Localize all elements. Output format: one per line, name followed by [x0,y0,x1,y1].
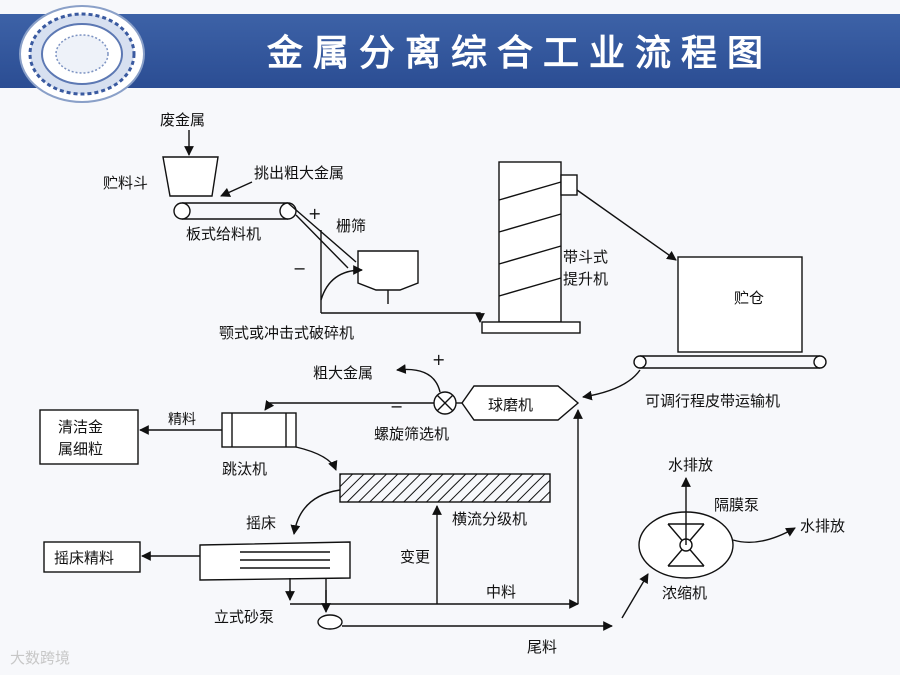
classifier-to-table-arrow [290,489,341,535]
crusher-label: 颚式或冲击式破碎机 [219,324,354,342]
plus-sign-1: + [308,204,321,223]
silo-box [677,256,803,353]
ball-mill-label: 球磨机 [488,396,533,414]
feeder-roller-right [279,202,297,220]
minus-sign-2: − [390,397,403,416]
classifier-label: 横流分级机 [452,510,527,528]
tailings-to-thickener-arrow [621,573,649,619]
middlings-label: 中料 [486,583,516,601]
spiral-screen-label: 螺旋筛选机 [374,425,449,443]
plate-feeder-label: 板式给料机 [186,225,261,243]
conveyor-to-mill-arrow [582,369,641,401]
elevator-base [481,321,581,334]
crusher-return-path [320,265,363,301]
title-banner [0,14,900,88]
elevator-buckets [498,181,562,297]
tailings-label: 尾料 [527,638,557,656]
silo-label: 贮仓 [734,289,764,307]
conveyor-roller-left [633,355,647,369]
scrap-metal-label: 废金属 [160,111,205,129]
hopper-label: 贮料斗 [103,174,148,192]
plate-feeder-belt [182,202,288,220]
elevator-label-line1: 带斗式 [563,248,608,266]
elevator-label-line2: 提升机 [563,270,608,288]
porcelain-plate-logo [19,5,145,103]
shaking-table-shape [199,541,351,581]
clean-metal-label-line2: 属细粒 [58,440,103,458]
grate-screen-label: 栅筛 [336,217,366,235]
thickener-overflow-arrow [732,527,796,543]
concentrate-label: 精料 [168,412,196,428]
plus-sign-2: + [432,350,445,369]
crushed-to-elevator [321,312,485,323]
jig-label: 跳汰机 [222,460,267,478]
conveyor-roller-right [813,355,827,369]
jig-inner-lines [231,413,287,447]
elevator-head [560,174,578,196]
diaphragm-pump-label: 隔膜泵 [714,496,759,514]
change-label: 变更 [400,548,430,566]
shaking-table-riffles [240,551,330,569]
silo-conveyor-belt [640,355,820,369]
page-title: 金属分离综合工业流程图 [266,32,773,74]
vertical-pump-shape [317,614,343,630]
hopper-shape [162,156,219,197]
inclined-chute [287,202,357,269]
pick-large-arrow [220,181,253,197]
watermark-text: 大数跨境 [10,649,71,667]
bucket-elevator-body [498,161,562,323]
crusher-body [357,250,419,291]
coarse-metal-label: 粗大金属 [313,364,373,382]
water-discharge-right-label: 水排放 [800,517,845,535]
classifier-box [339,473,551,503]
clean-metal-label-line1: 清洁金 [58,418,103,436]
belt-conveyor-label: 可调行程皮带运输机 [645,392,780,410]
shaking-table-label: 摇床 [246,514,276,532]
pick-large-label: 挑出粗大金属 [254,164,344,182]
vertical-pump-label: 立式砂泵 [214,608,274,626]
jig-box [221,412,297,448]
elevator-to-silo-arrow [576,189,677,261]
screen-fines-to-jig [264,399,434,411]
table-concentrate-box [43,541,141,573]
thickener-label: 浓缩机 [662,584,707,602]
jig-to-classifier-arrow [295,446,338,471]
feeder-roller-left [173,202,191,220]
minus-sign-1: − [293,259,306,278]
coarse-metal-arrow [396,364,441,393]
spiral-screen-cross [436,394,454,412]
table-concentrate-label: 摇床精料 [54,549,114,567]
water-discharge-top-label: 水排放 [668,456,713,474]
clean-metal-box [39,409,139,465]
